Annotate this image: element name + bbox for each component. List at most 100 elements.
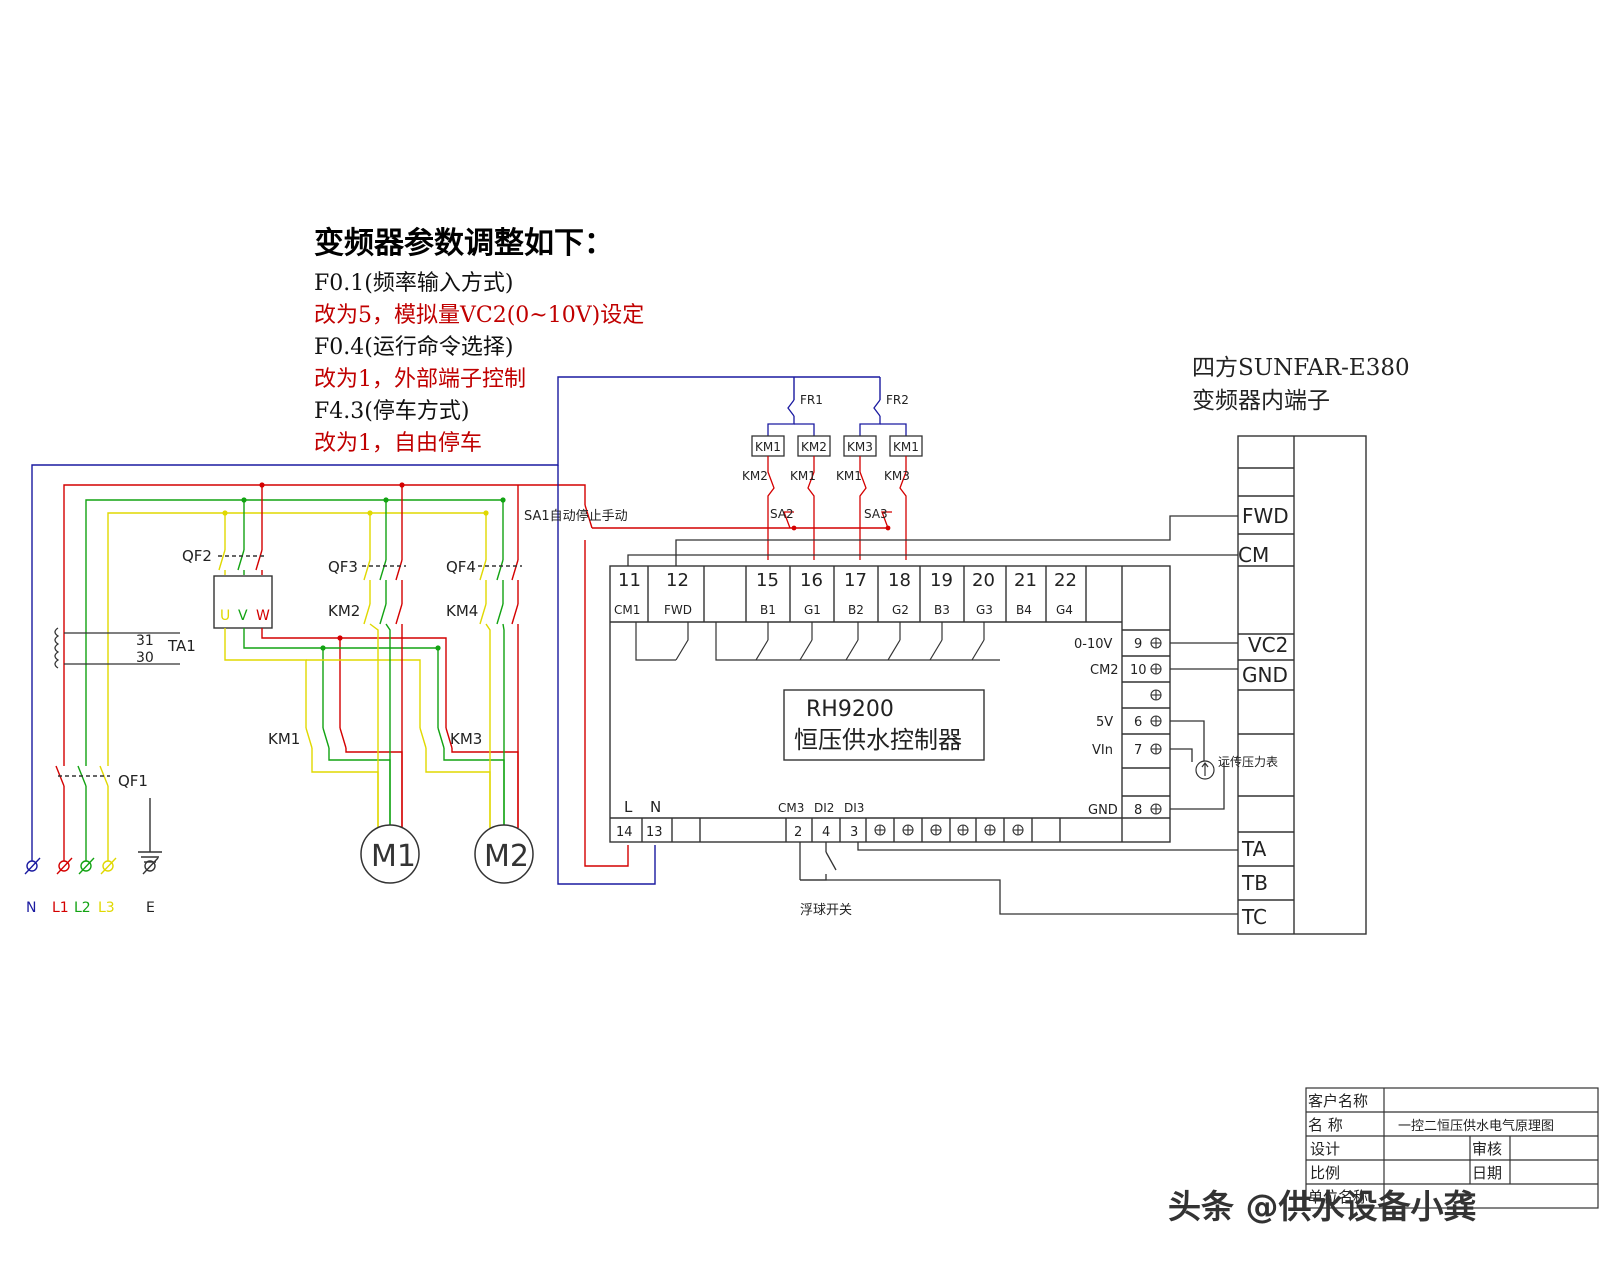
bottom-num-13: 13 xyxy=(646,825,663,840)
label-m1: M1 xyxy=(371,839,416,874)
right-label-vin: VIn xyxy=(1092,743,1113,758)
coil-label-1: KM1 xyxy=(755,440,781,454)
label-qf3: QF3 xyxy=(328,558,358,576)
bottom-label-cm3: CM3 xyxy=(778,801,804,815)
term-17: 17 xyxy=(844,570,867,591)
label-float-switch: 浮球开关 xyxy=(800,903,852,918)
coil-label-4: KM1 xyxy=(893,440,919,454)
label-m2: M2 xyxy=(484,839,529,874)
right-num-6: 6 xyxy=(1134,715,1142,730)
param-f04: F0.4(运行命令选择) xyxy=(314,335,514,360)
right-label-gnd: GND xyxy=(1088,803,1118,818)
control-wiring xyxy=(627,515,1238,915)
right-label-cm2: CM2 xyxy=(1090,663,1119,678)
term-21: 21 xyxy=(1014,570,1037,591)
param-f01-setting: 改为5，模拟量VC2(0~10V)设定 xyxy=(314,303,645,328)
title-block-grid xyxy=(1305,1087,1599,1209)
controller-bottom-labels-di: CM3 DI2 DI3 xyxy=(778,801,864,815)
label-l1: L1 xyxy=(52,900,69,916)
power-input-terminals xyxy=(24,857,159,875)
tb-unit-label: 单位名称 xyxy=(1308,1188,1368,1206)
term-11: 11 xyxy=(618,570,641,591)
label-km3-main: KM3 xyxy=(450,730,482,748)
label-km1-main: KM1 xyxy=(268,730,300,748)
term-16: 16 xyxy=(800,570,823,591)
label-sa2: SA2 xyxy=(770,507,794,521)
inverter-output-wiring xyxy=(224,628,447,728)
label-e: E xyxy=(146,900,155,916)
label-w: W xyxy=(256,608,270,624)
controller-model-box xyxy=(783,689,985,761)
label-qf4: QF4 xyxy=(446,558,476,576)
interlock-nodes xyxy=(791,525,891,531)
inv-term-fwd: FWD xyxy=(1242,504,1289,528)
term-label-b3: B3 xyxy=(934,603,950,617)
inv-term-tc: TC xyxy=(1241,905,1267,929)
output-nodes xyxy=(320,635,441,651)
qf3-km2-branch xyxy=(362,485,406,828)
bottom-num-4: 4 xyxy=(822,825,830,840)
inverter-title-line1: 四方SUNFAR-E380 xyxy=(1192,355,1410,381)
inv-term-vc2: VC2 xyxy=(1248,633,1288,657)
right-num-9: 9 xyxy=(1134,637,1142,652)
label-l3: L3 xyxy=(98,900,115,916)
ta1-transformer xyxy=(54,627,180,669)
label-ta1-30: 30 xyxy=(136,650,154,666)
label-n: N xyxy=(26,900,36,916)
term-label-b1: B1 xyxy=(760,603,776,617)
bottom-label-l: L xyxy=(624,798,633,816)
label-l2: L2 xyxy=(74,900,91,916)
tb-scale-label: 比例 xyxy=(1310,1164,1340,1182)
label-sa1: SA1自动停止手动 xyxy=(524,508,628,524)
inverter-title: 四方SUNFAR-E380 变频器内端子 xyxy=(1192,352,1410,418)
controller-right-numbers: 9 10 6 7 8 xyxy=(1130,637,1147,818)
controller-power-wiring xyxy=(522,377,888,885)
label-km4-main: KM4 xyxy=(446,602,478,620)
inverter-terminal-block xyxy=(1237,435,1367,935)
interlock-label-1: KM2 xyxy=(742,469,768,483)
label-v: V xyxy=(238,608,248,624)
coil-label-3: KM3 xyxy=(847,440,873,454)
screw-terminals-bottom xyxy=(874,824,1024,836)
tb-customer-label: 客户名称 xyxy=(1308,1092,1368,1110)
label-u: U xyxy=(220,608,230,624)
earth-symbol xyxy=(138,798,162,863)
term-18: 18 xyxy=(888,570,911,591)
tb-review-label: 审核 xyxy=(1472,1140,1502,1158)
param-f01: F0.1(频率输入方式) xyxy=(314,271,514,296)
right-num-8: 8 xyxy=(1134,803,1142,818)
param-f43-setting: 改为1，自由停车 xyxy=(314,431,482,456)
qf4-km4-branch xyxy=(478,485,522,828)
watermark: 头条 @供水设备小龚 xyxy=(1168,1187,1477,1226)
inv-term-cm: CM xyxy=(1238,543,1269,567)
bottom-label-n: N xyxy=(650,798,661,816)
inv-term-gnd: GND xyxy=(1242,663,1288,687)
term-label-b2: B2 xyxy=(848,603,864,617)
label-ta1-31: 31 xyxy=(136,633,154,649)
interlock-label-3: KM1 xyxy=(836,469,862,483)
label-fr1: FR1 xyxy=(800,393,823,407)
controller-right-labels: 0-10V CM2 5V VIn GND xyxy=(1074,637,1119,818)
motor-m1 xyxy=(360,824,420,884)
controller-frame xyxy=(609,565,1171,843)
term-label-b4: B4 xyxy=(1016,603,1032,617)
inv-term-tb: TB xyxy=(1241,871,1268,895)
controller-top-labels: CM1 FWD B1 G1 B2 G2 B3 G3 B4 G4 xyxy=(614,603,1073,617)
controller-internal-contacts xyxy=(635,622,1000,661)
tb-name-label: 名 称 xyxy=(1308,1116,1343,1134)
term-label-fwd: FWD xyxy=(664,603,692,617)
relay-wiring xyxy=(767,399,907,436)
term-20: 20 xyxy=(972,570,995,591)
tb-date-label: 日期 xyxy=(1472,1164,1502,1182)
inv-term-ta: TA xyxy=(1241,837,1267,861)
motor-m2 xyxy=(474,824,534,884)
param-f43: F4.3(停车方式) xyxy=(314,399,470,424)
label-ta1: TA1 xyxy=(167,637,196,655)
right-num-10: 10 xyxy=(1130,663,1147,678)
right-num-7: 7 xyxy=(1134,743,1142,758)
term-label-g2: G2 xyxy=(892,603,909,617)
inverter-title-line2: 变频器内端子 xyxy=(1192,388,1330,414)
qf2-breaker xyxy=(218,485,266,575)
label-km2-main: KM2 xyxy=(328,602,360,620)
